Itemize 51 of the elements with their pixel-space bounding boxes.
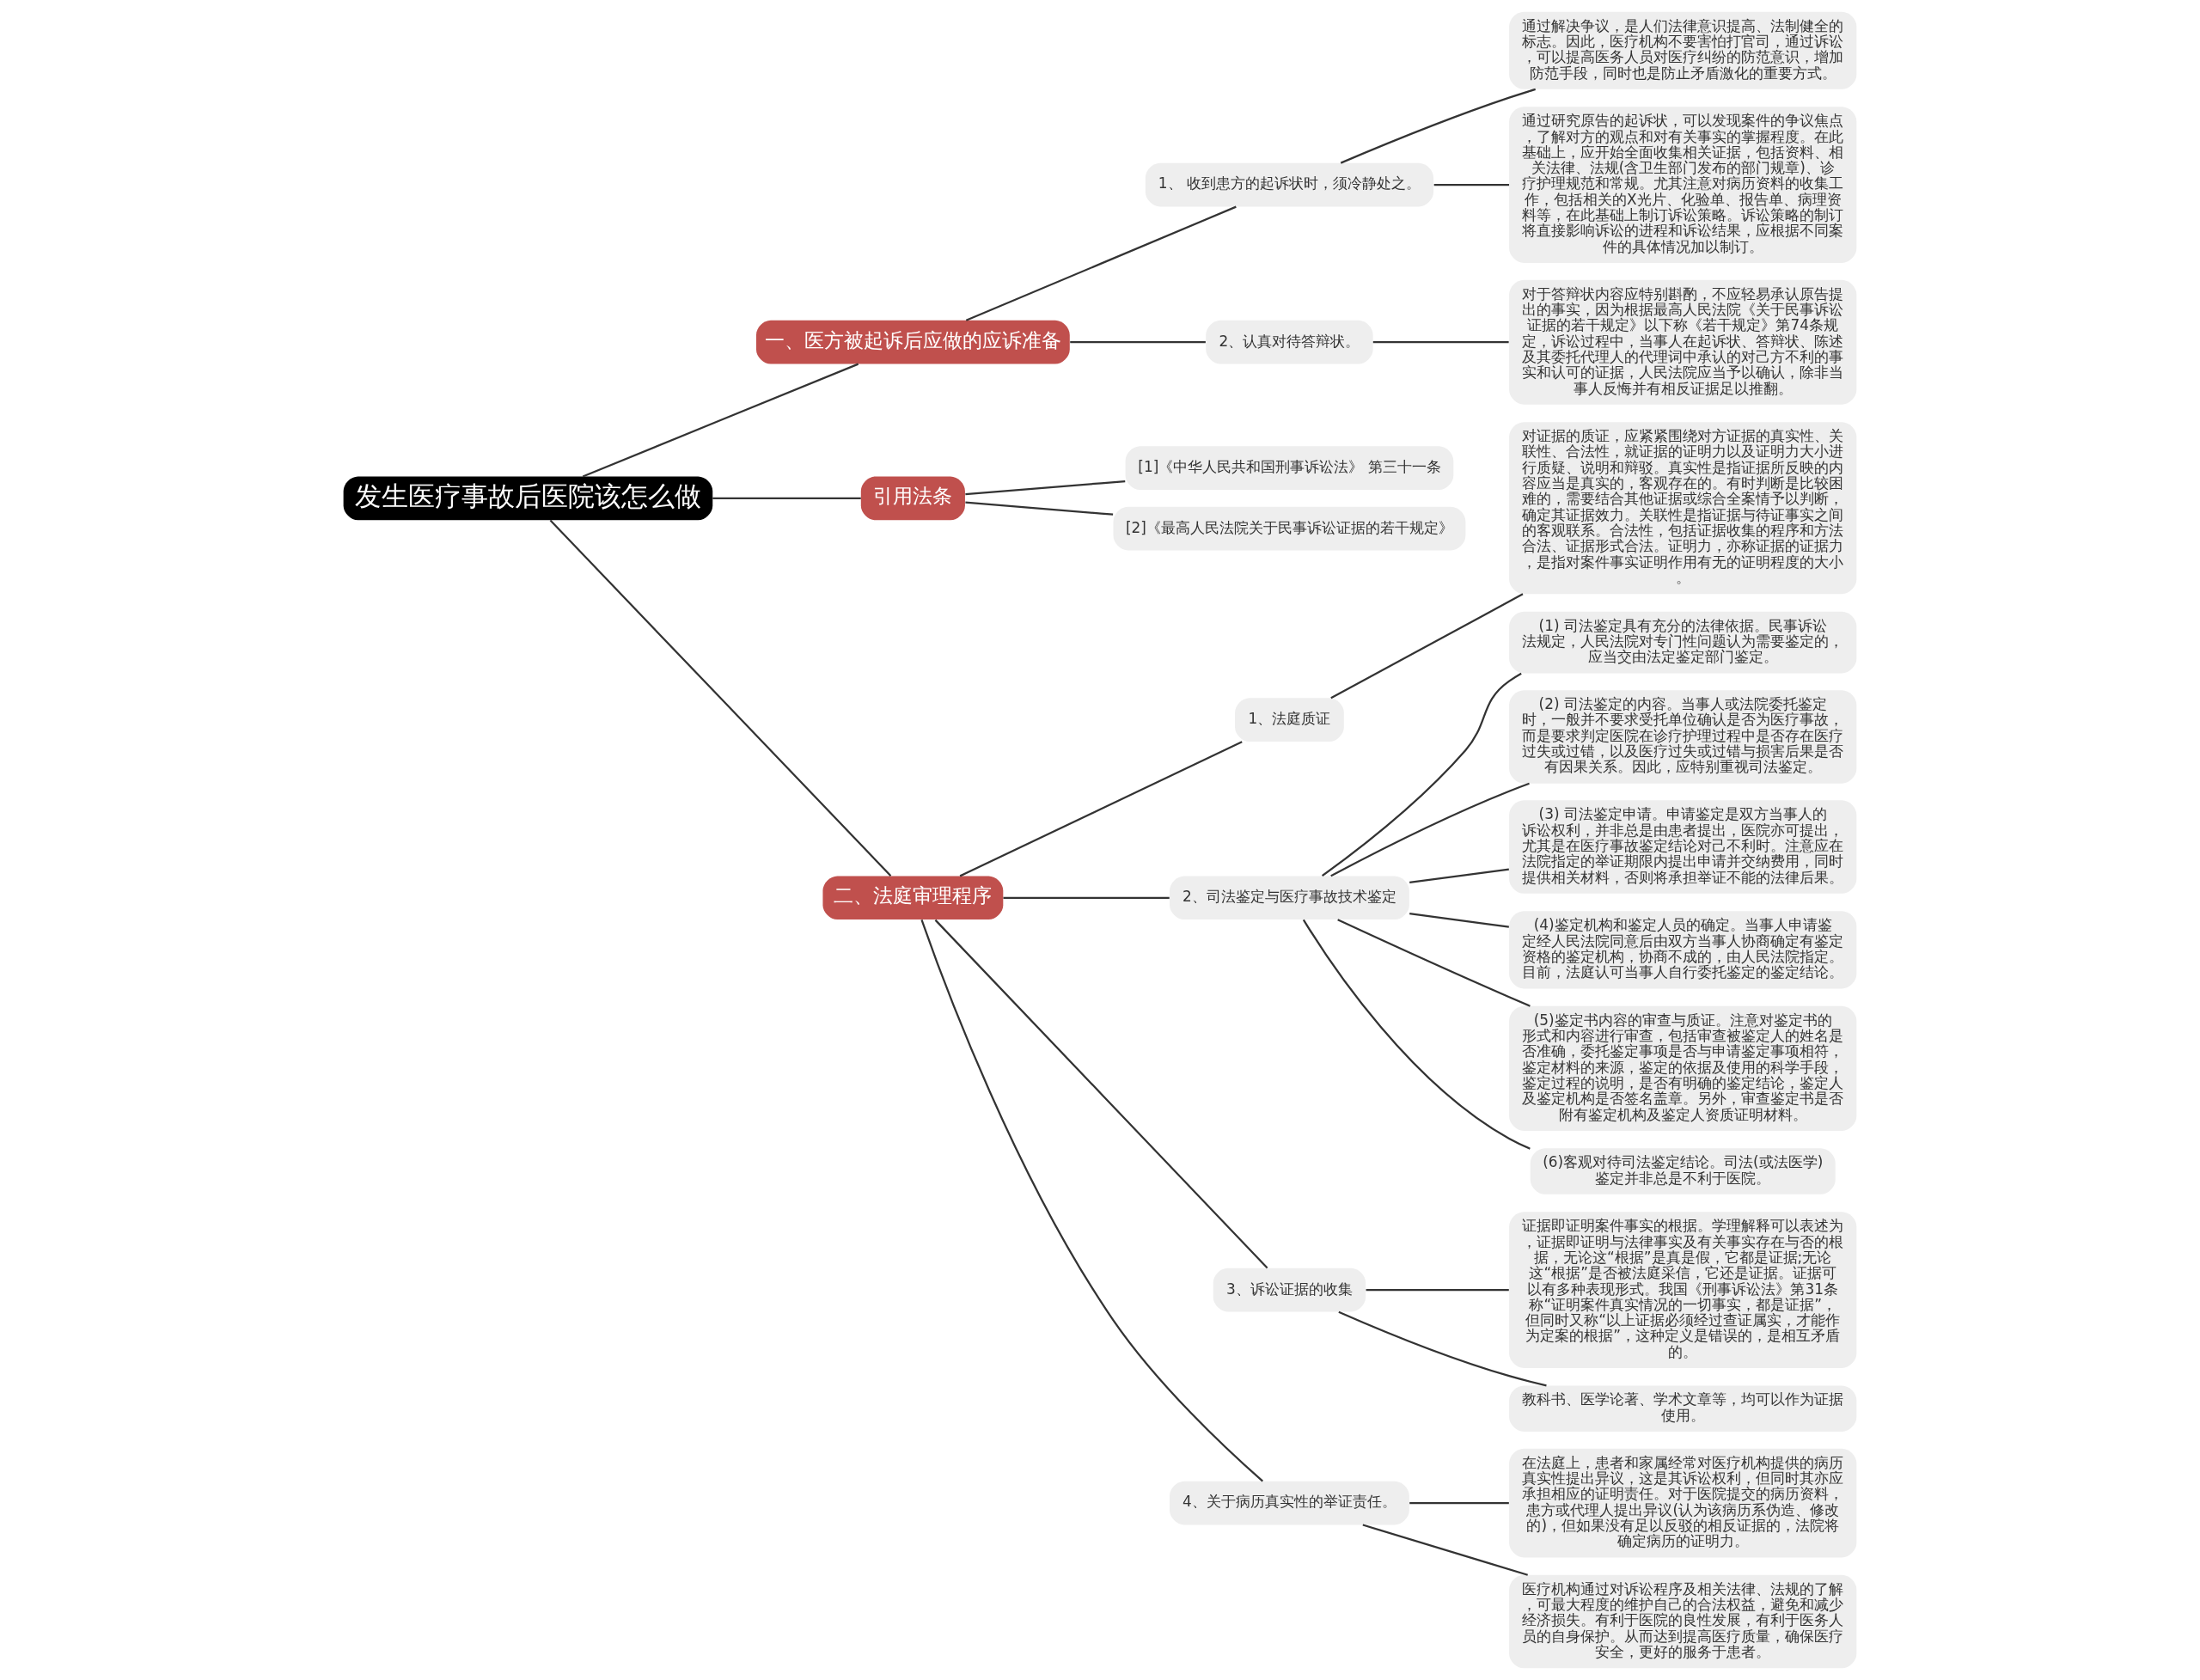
connector	[1362, 1524, 1528, 1576]
connector	[1330, 593, 1524, 699]
connector	[1070, 341, 1206, 344]
connector	[1409, 913, 1509, 928]
connector	[1003, 896, 1170, 899]
node-box: 一、医方被起诉后应做的应诉准备	[755, 320, 1070, 364]
connector	[1366, 1289, 1509, 1292]
connector	[1409, 1501, 1509, 1505]
node-box: (5)鉴定书内容的审查与质证。注意对鉴定书的形式和内容进行审查，包括审查被鉴定人的姓名是否准确，委托鉴定事项是否与申请鉴定事项相符，鉴定材料的来源，鉴定的依据及使用的科学手段，鉴定过程的说明，是否有明确的鉴定结论，鉴定人及鉴定机构是否签名盖章。另外，审查鉴定书是否附有鉴定机构及鉴定人资质证明材料。	[1509, 1005, 1857, 1131]
node-box: 4、关于病历真实性的举证责任。	[1170, 1481, 1409, 1525]
node-box: 通过研究原告的起诉状，可以发现案件的争议焦点，了解对方的观点和对有关事实的掌握程度。在此基础上，应开始全面收集相关证据，包括资料、相关法律、法规(含卫生部门发布的部门规章)、诊疗护理规范和常规。尤其注意对病历资料的收集工作，包括相关的X光片、化验单、报告单、病理资料等，在此基础上制订诉讼策略。诉讼策略的制订将直接影响诉讼的进程和诉讼结果，应根据不同案件的具体情况加以制订。	[1509, 107, 1857, 263]
connector	[712, 497, 861, 500]
connector	[549, 519, 892, 877]
node-box: 医疗机构通过对诉讼程序及相关法律、法规的了解，可最大程度的维护自己的合法权益，避免和减少经济损失。有利于医院的良性发展，有利于医务人员的自身保护。从而达到提高医疗质量，确保医疗安全，更好的服务于患者。	[1509, 1574, 1857, 1669]
connector	[920, 919, 1264, 1482]
connector	[1337, 919, 1531, 1007]
connector	[1321, 672, 1522, 877]
connector	[1372, 341, 1509, 344]
node-box: 对证据的质证，应紧紧围绕对方证据的真实性、关联性、合法性，就证据的证明力以及证明力大小进行质疑、说明和辩驳。真实性是指证据所反映的内容应当是真实的，客观存在的。有时判断是比较困难的，需要结合其他证据或综合全案情予以判断，确定其证据效力。关联性是指证据与待证事实之间的客观联系。合法性，包括证据收集的程序和方法合法、证据形式合法。证明力，亦称证据的证据力，是指对案件事实证明作用有无的证明程度的大小。	[1509, 422, 1857, 595]
node-box: 在法庭上，患者和家属经常对医疗机构提供的病历真实性提出异议，这是其诉讼权利，但同时其亦应承担相应的证明责任。对于医院提交的病历资料，患方或代理人提出异议(认为该病历系伪造、修改的)，但如果没有足以反驳的相反证据的，法院将确定病历的证明力。	[1509, 1448, 1857, 1558]
node-box: 2、认真对待答辩状。	[1206, 320, 1373, 364]
node-box: 1、法庭质证	[1235, 698, 1344, 742]
connector	[965, 501, 1114, 516]
node-box: 发生医疗事故后医院该怎么做	[343, 476, 713, 521]
node-box: (2) 司法鉴定的内容。当事人或法院委托鉴定时，一般并不要求受托单位确认是否为医疗事故，而是要求判定医院在诊疗护理过程中是否存在医疗过失或过错，以及医疗过失或过错与损害后果是否有因果关系。因此，应特别重视司法鉴定。	[1509, 690, 1857, 784]
node-box: [2]《最高人民法院关于民事诉讼证据的若干规定》	[1113, 506, 1466, 551]
node-box: 3、诉讼证据的收集	[1213, 1268, 1366, 1312]
node-box: (4)鉴定机构和鉴定人员的确定。当事人申请鉴定经人民法院同意后由双方当事人协商确定有鉴定资格的鉴定机构，协商不成的，由人民法院指定。目前，法庭认可当事人自行委托鉴定的鉴定结论。	[1509, 911, 1857, 989]
connector	[1409, 868, 1509, 883]
node-box: 2、司法鉴定与医疗事故技术鉴定	[1170, 876, 1409, 920]
node-box: 通过解决争议，是人们法律意识提高、法制健全的标志。因此，医疗机构不要害怕打官司，通过诉讼，可以提高医务人员对医疗纠纷的防范意识，增加防范手段，同时也是防止矛盾激化的重要方式。	[1509, 11, 1857, 89]
connector	[965, 205, 1237, 321]
node-box: (6)客观对待司法鉴定结论。司法(或法医学)鉴定并非总是不利于医院。	[1530, 1148, 1836, 1194]
connector	[934, 919, 1268, 1269]
node-box: (1) 司法鉴定具有充分的法律依据。民事诉讼法规定，人民法院对专门性问题认为需要鉴定的，应当交由法定鉴定部门鉴定。	[1509, 611, 1857, 674]
node-box: 教科书、医学论著、学术文章等，均可以作为证据使用。	[1509, 1385, 1857, 1432]
node-box: 引用法条	[860, 476, 965, 521]
connector	[965, 480, 1126, 496]
connector	[1433, 183, 1510, 186]
node-box: 对于答辩状内容应特别斟酌，不应轻易承认原告提出的事实，因为根据最高人民法院《关于民事诉讼证据的若干规定》以下称《若干规定》第74条规定，诉讼过程中，当事人在起诉状、答辩状、陈述及其委托代理人的代理词中承认的对己方不利的事实和认可的证据，人民法院应当予以确认，除非当事人反悔并有相反证据足以推翻。	[1509, 279, 1857, 405]
node-box: 证据即证明案件事实的根据。学理解释可以表述为，证据即证明与法律事实及有关事实存在与否的根据，无论这“根据”是真是假，它都是证据;无论这“根据”是否被法庭采信，它还是证据。证据可以有多种表现形式。我国《刑事诉讼法》第31条称“证明案件真实情况的一切事实，都是证据”，但同时又称“以上证据必须经过查证属实，才能作为定案的根据”，这种定义是错误的，是相互矛盾的。	[1509, 1212, 1857, 1368]
connector	[582, 363, 859, 478]
connector	[959, 741, 1243, 877]
connector	[1340, 88, 1536, 164]
node-box: (3) 司法鉴定申请。申请鉴定是双方当事人的诉讼权利，并非总是由患者提出，医院亦可提出，尤其是在医疗事故鉴定结论对己不利时。注意应在法院指定的举证期限内提出申请并交纳费用，同时提供相关材料，否则将承担举证不能的法律后果。	[1509, 800, 1857, 894]
node-box: [1]《中华人民共和国刑事诉讼法》 第三十一条	[1125, 446, 1454, 491]
connector	[1302, 919, 1531, 1150]
connector	[1330, 782, 1530, 877]
node-box: 二、法庭审理程序	[822, 876, 1004, 920]
node-box: 1、 收到患方的起诉状时，须冷静处之。	[1145, 162, 1434, 207]
connector	[1338, 1310, 1547, 1387]
